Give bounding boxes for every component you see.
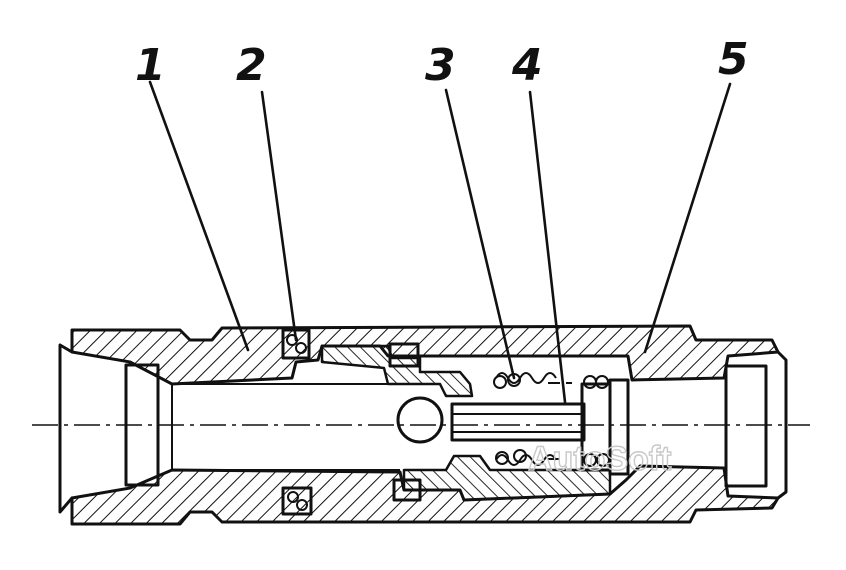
leader-3	[444, 88, 516, 380]
leader-1	[148, 80, 250, 352]
inner-sleeve-upper	[320, 344, 474, 398]
seal-ring-lower	[281, 486, 313, 516]
callout-2: 2	[236, 40, 267, 91]
valve-stem	[450, 402, 586, 442]
right-bore-ring	[724, 364, 768, 488]
housing-right-end	[776, 350, 788, 500]
callout-4: 4	[511, 40, 543, 91]
leader-5	[643, 82, 732, 354]
spring-upper	[495, 372, 557, 384]
seal-ring-upper	[281, 328, 311, 360]
cross-port	[396, 396, 444, 444]
watermark: AutoSoft	[528, 440, 672, 478]
left-bore-ring	[124, 363, 160, 487]
callout-1: 1	[135, 40, 166, 91]
leader-2	[260, 90, 298, 342]
housing-left-end	[58, 343, 74, 514]
guide-block-upper	[388, 342, 420, 368]
main-bore	[171, 383, 400, 471]
leader-4	[528, 90, 567, 404]
callout-3: 3	[425, 40, 456, 91]
guide-block-lower	[392, 478, 422, 502]
housing-upper-wall	[70, 324, 780, 386]
callout-5: 5	[718, 34, 749, 85]
